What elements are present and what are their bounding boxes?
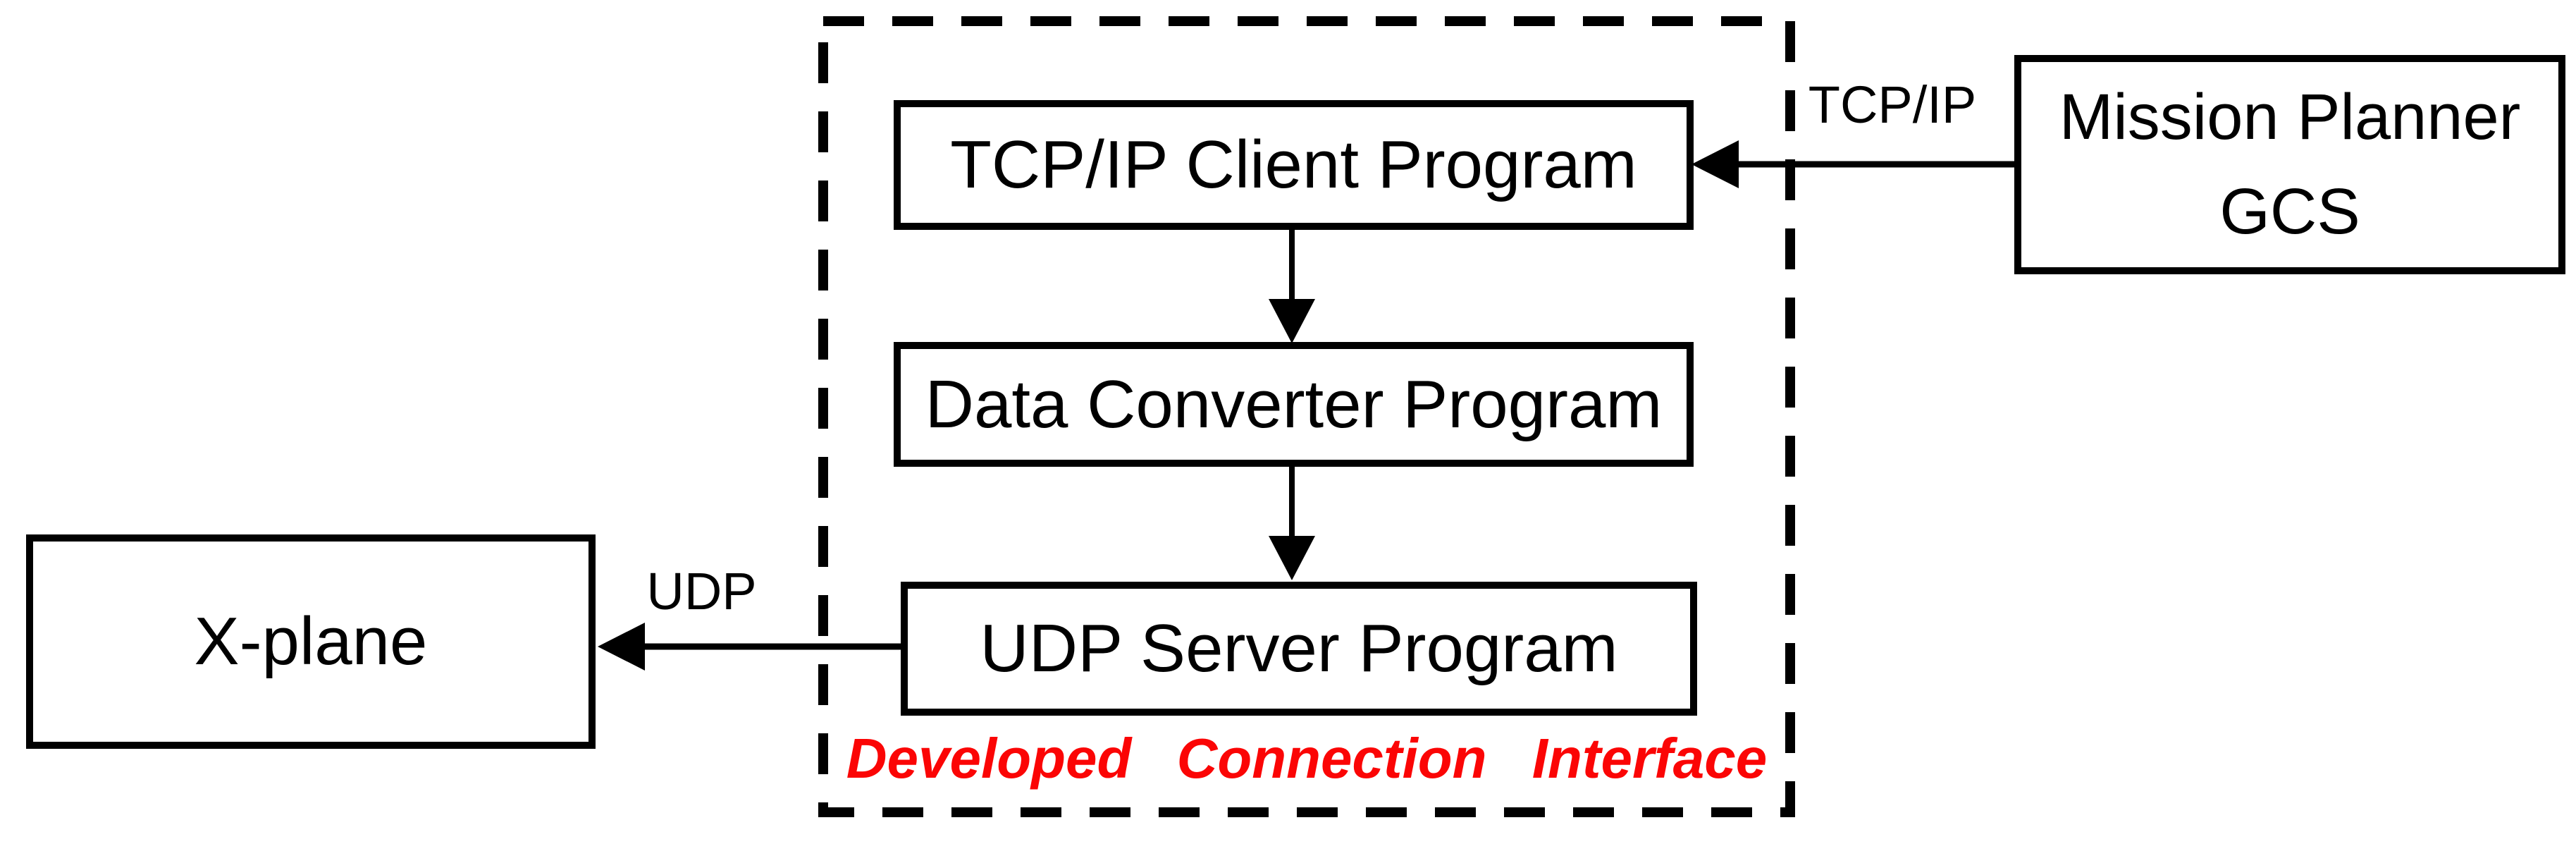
box-xplane: X-plane: [26, 534, 596, 749]
box-data-converter-program: Data Converter Program: [894, 342, 1694, 467]
arrow-mission-to-client: [1691, 140, 2014, 188]
box-tcp-client-program: TCP/IP Client Program: [894, 100, 1694, 230]
edge-label-tcpip: TCP/IP: [1808, 75, 1977, 134]
box-mission-planner-gcs: Mission Planner GCS: [2014, 55, 2565, 274]
arrow-converter-to-server: [1269, 467, 1315, 580]
box-tcp-client-label: TCP/IP Client Program: [950, 127, 1637, 203]
box-mission-planner-line1: Mission Planner: [2059, 81, 2521, 154]
box-udp-server-label: UDP Server Program: [980, 611, 1618, 687]
edge-label-udp: UDP: [646, 562, 757, 620]
interface-caption: Developed Connection Interface: [846, 727, 1768, 790]
box-udp-server-program: UDP Server Program: [901, 582, 1697, 716]
dashed-boundary: [818, 16, 1795, 817]
box-xplane-label: X-plane: [194, 604, 428, 680]
arrow-server-to-xplane: [598, 623, 903, 671]
arrow-client-to-converter: [1269, 230, 1315, 343]
box-data-converter-label: Data Converter Program: [925, 366, 1663, 442]
box-mission-planner-line2: GCS: [2219, 175, 2360, 247]
